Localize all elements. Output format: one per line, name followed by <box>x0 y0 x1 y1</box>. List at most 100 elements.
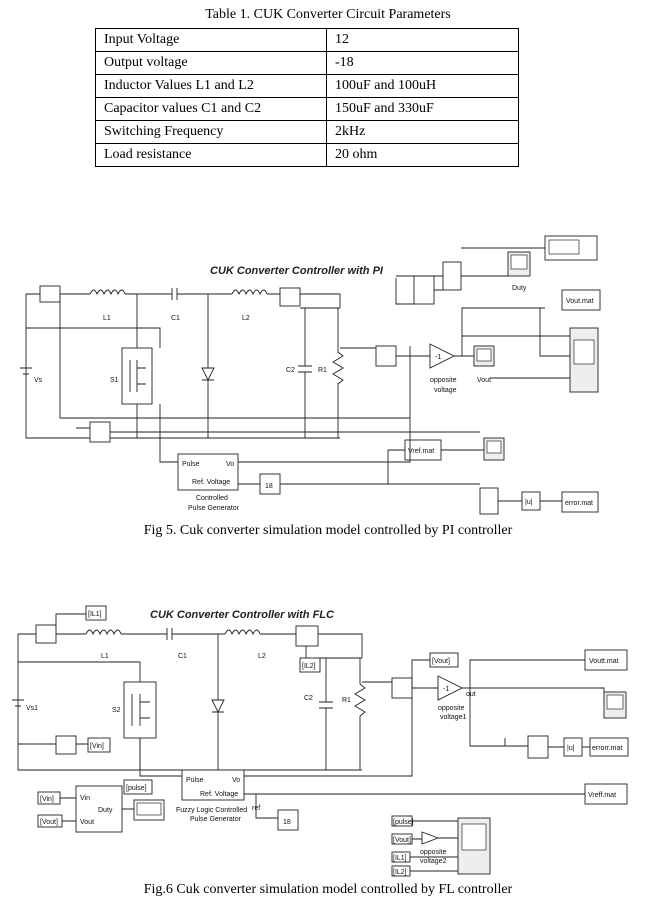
sum-error <box>527 735 549 759</box>
svg-text:Vref.mat: Vref.mat <box>408 448 434 455</box>
param-name: Load resistance <box>95 143 327 167</box>
svg-text:L2: L2 <box>242 315 250 322</box>
svg-text:[pulse]: [pulse] <box>126 785 147 792</box>
svg-text:[IL1]: [IL1] <box>88 611 102 618</box>
svg-text:18: 18 <box>283 819 291 826</box>
dc-source-vs1 <box>12 699 24 707</box>
sum-feedback <box>89 421 111 443</box>
flc-duty-block <box>75 785 123 833</box>
resistor-r1 <box>332 308 344 438</box>
constant-18 <box>277 809 299 831</box>
svg-text:[IL1]: [IL1] <box>393 855 407 862</box>
gain-opposite-voltage2 <box>421 831 440 845</box>
inductor-l2 <box>224 629 261 636</box>
to-file-vreff <box>584 783 628 805</box>
svg-text:Vin: Vin <box>80 795 90 802</box>
voltage-sensor <box>375 345 397 367</box>
svg-text:[Vout]: [Vout] <box>40 819 58 826</box>
svg-text:Vout: Vout <box>80 819 94 826</box>
sum-error <box>479 487 499 515</box>
svg-text:voltage1: voltage1 <box>440 714 467 721</box>
svg-text:Ref. Voltage: Ref. Voltage <box>200 791 238 798</box>
fig6-caption: Fig.6 Cuk converter simulation model con… <box>143 882 513 897</box>
flc-pulse-generator <box>181 769 245 801</box>
table-caption: Table 1. CUK Converter Circuit Parameter… <box>205 7 451 22</box>
dc-source-vs <box>20 367 32 375</box>
param-name: Switching Frequency <box>95 120 327 144</box>
param-name: Output voltage <box>95 51 327 75</box>
table-row: Output voltage-18 <box>95 51 519 75</box>
tag-il2 <box>299 657 321 673</box>
controlled-pulse-generator <box>177 453 239 491</box>
resistor-r1 <box>354 658 366 770</box>
svg-text:Duty: Duty <box>512 285 527 292</box>
product-block <box>442 261 462 291</box>
svg-text:C1: C1 <box>178 653 187 660</box>
svg-text:L1: L1 <box>101 653 109 660</box>
fig5-title: CUK Converter Controller with PI <box>210 265 384 277</box>
svg-text:opposite: opposite <box>430 377 457 384</box>
svg-text:voltage2: voltage2 <box>420 858 447 865</box>
svg-text:[pulse]: [pulse] <box>393 819 414 826</box>
inductor-l2 <box>231 289 268 296</box>
svg-text:[Vin]: [Vin] <box>40 796 54 803</box>
svg-text:error.mat: error.mat <box>565 500 593 507</box>
capacitor-c1 <box>160 628 186 640</box>
param-value: 20 ohm <box>326 143 519 167</box>
svg-text:Duty: Duty <box>98 807 113 814</box>
svg-text:-1: -1 <box>443 686 449 693</box>
svg-text:Ref. Voltage: Ref. Voltage <box>192 479 230 486</box>
svg-text:opposite: opposite <box>438 705 465 712</box>
svg-text:S2: S2 <box>112 707 121 714</box>
svg-text:Controlled: Controlled <box>196 495 228 502</box>
svg-text:R1: R1 <box>342 697 351 704</box>
svg-text:R1: R1 <box>318 367 327 374</box>
vin-sensor <box>55 735 77 755</box>
svg-text:[Vout]: [Vout] <box>393 837 411 844</box>
svg-text:Pulse Generator: Pulse Generator <box>188 505 240 512</box>
gain-opposite-voltage <box>429 343 456 369</box>
svg-text:C2: C2 <box>304 695 313 702</box>
svg-text:Vs1: Vs1 <box>26 705 38 712</box>
svg-text:[IL2]: [IL2] <box>393 869 407 876</box>
svg-text:Fuzzy Logic Controlled: Fuzzy Logic Controlled <box>176 807 247 814</box>
param-name: Input Voltage <box>95 28 327 52</box>
fig6-title: CUK Converter Controller with FLC <box>150 609 335 621</box>
capacitor-c1 <box>171 288 178 300</box>
param-value: -18 <box>326 51 519 75</box>
param-value: 12 <box>326 28 519 52</box>
svg-text:C1: C1 <box>171 315 180 322</box>
svg-text:[Vin]: [Vin] <box>90 743 104 750</box>
svg-text:Vo: Vo <box>232 777 240 784</box>
param-name: Capacitor values C1 and C2 <box>95 97 327 121</box>
to-file-error <box>561 491 599 513</box>
fig5-caption: Fig 5. Cuk converter simulation model co… <box>143 523 513 538</box>
current-sensor-il2 <box>295 625 319 647</box>
svg-text:[IL2]: [IL2] <box>302 663 316 670</box>
sum-block <box>413 275 435 305</box>
svg-text:|u|: |u| <box>567 745 575 752</box>
fig6-diagram: CUK Converter Controller with FLC [IL1] … <box>12 605 629 877</box>
svg-text:L1: L1 <box>103 315 111 322</box>
tag-vin <box>87 737 111 753</box>
svg-text:Vs: Vs <box>34 377 43 384</box>
param-value: 150uF and 330uF <box>326 97 519 121</box>
svg-text:Vreff.mat: Vreff.mat <box>588 792 616 799</box>
svg-text:Pulse: Pulse <box>186 777 204 784</box>
tag-il1 <box>85 605 107 621</box>
param-name: Inductor Values L1 and L2 <box>95 74 327 98</box>
svg-text:voltage: voltage <box>434 387 457 394</box>
svg-text:[Vout]: [Vout] <box>432 658 450 665</box>
fig5-diagram: CUK Converter Controller with PI L1 C1 L… <box>20 235 601 515</box>
current-sensor-2 <box>279 287 301 307</box>
svg-text:Pulse: Pulse <box>182 461 200 468</box>
voltage-sensor <box>391 677 413 699</box>
to-file-voutt <box>584 649 628 671</box>
current-sensor-il1 <box>35 624 57 644</box>
svg-text:Vout: Vout <box>477 377 491 384</box>
